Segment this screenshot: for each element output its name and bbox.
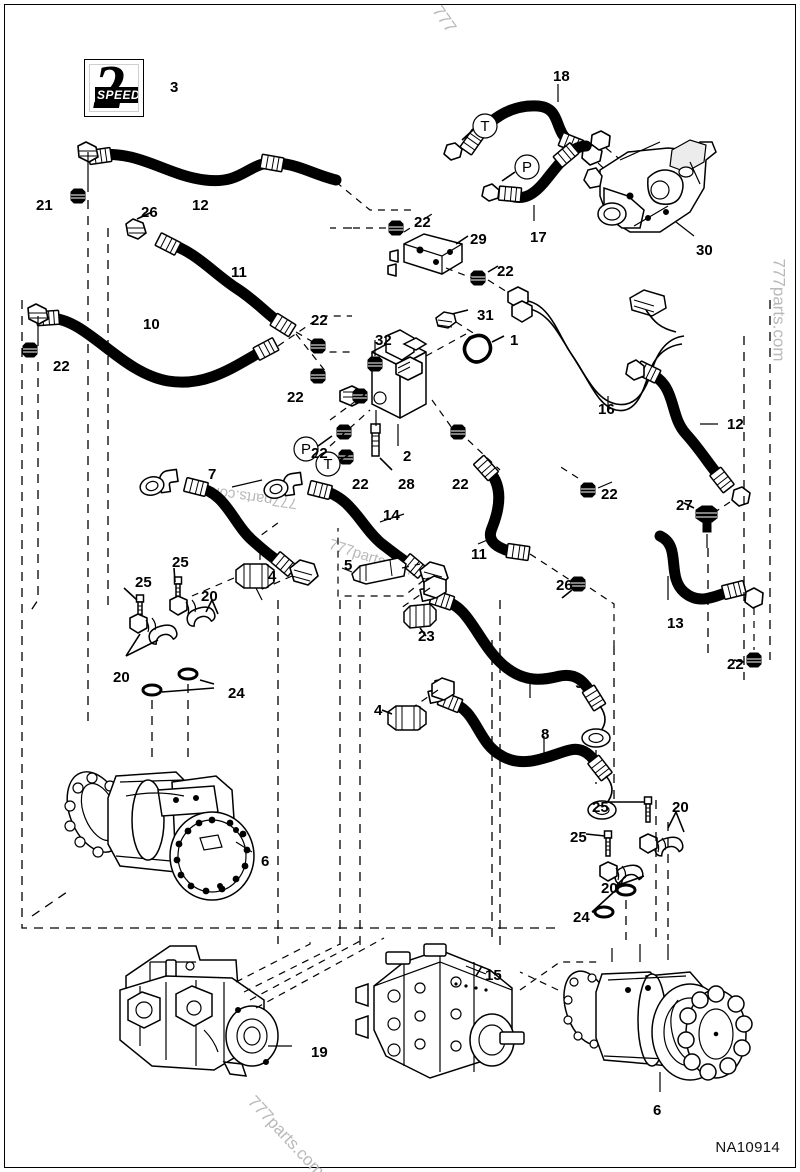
callout-22: 22: [311, 445, 328, 462]
callout-22: 22: [311, 312, 328, 329]
hardware-group-left: [123, 567, 219, 760]
callout-25: 25: [570, 829, 587, 846]
callout-13: 13: [667, 615, 684, 632]
route-corner-left: [31, 889, 71, 917]
wire-harness-16: [507, 286, 685, 412]
callout-9: 9: [575, 675, 584, 692]
callout-20: 20: [201, 588, 218, 605]
route-outer-left: [21, 300, 560, 929]
port-marker-p-center: P: [293, 435, 333, 462]
callout-28: 28: [398, 476, 415, 493]
callout-22: 22: [497, 263, 514, 280]
drive-motor-6-right: [519, 944, 753, 1092]
callout-6: 6: [653, 1102, 662, 1119]
hose-13: [654, 530, 764, 668]
port-marker-t-top: T: [461, 113, 498, 141]
callout-25: 25: [135, 574, 152, 591]
oring-1: [462, 333, 505, 364]
hose-9: [397, 575, 611, 784]
callout-5: 5: [344, 557, 353, 574]
two-speed-badge: 2 SPEED: [84, 59, 144, 117]
callout-22: 22: [601, 486, 618, 503]
manifold-29: [352, 213, 521, 301]
svg-text:T: T: [323, 456, 332, 473]
callout-32: 32: [375, 332, 392, 349]
svg-text:T: T: [480, 118, 489, 135]
callout-26: 26: [141, 204, 158, 221]
callout-8: 8: [541, 726, 550, 743]
callout-1: 1: [510, 332, 519, 349]
callout-11: 11: [471, 546, 487, 563]
fitting-27: [683, 502, 718, 548]
callout-25: 25: [592, 799, 609, 816]
callout-23: 23: [418, 628, 435, 645]
fitting-4-right: [381, 705, 427, 731]
callout-20: 20: [601, 880, 618, 897]
callout-25: 25: [172, 554, 189, 571]
hardware-group-right: [585, 796, 685, 944]
port-marker-p-top: P: [501, 154, 540, 182]
callout-17: 17: [530, 229, 547, 246]
hose-8: [405, 677, 617, 820]
document-part-number: NA10914: [715, 1139, 780, 1156]
hydrostatic-pump-19: [119, 936, 385, 1077]
callout-24: 24: [228, 685, 245, 702]
svg-text:P: P: [522, 159, 532, 176]
port-marker-t-center: T: [315, 451, 351, 477]
callout-6: 6: [261, 853, 270, 870]
callout-10: 10: [143, 316, 160, 333]
svg-text:P: P: [301, 441, 311, 458]
callout-22: 22: [53, 358, 70, 375]
callout-4: 4: [374, 702, 383, 719]
callout-2: 2: [403, 448, 412, 465]
callout-16: 16: [598, 401, 615, 418]
hose-11-upper: [125, 211, 352, 384]
callout-20: 20: [672, 799, 689, 816]
diagram-border: [4, 4, 796, 1168]
callout-22: 22: [352, 476, 369, 493]
callout-22: 22: [727, 656, 744, 673]
callout-18: 18: [553, 68, 570, 85]
badge-speed-text: SPEED: [95, 87, 138, 103]
callout-30: 30: [696, 242, 713, 259]
callout-27: 27: [676, 497, 693, 514]
callout-12: 12: [727, 416, 744, 433]
callout-3: 3: [170, 79, 179, 96]
callout-15: 15: [485, 967, 502, 984]
control-valve-15: [355, 943, 600, 1079]
fitting-4-left: [191, 563, 275, 601]
drive-motor-6-left: [64, 771, 255, 901]
hose-11-lower: [472, 454, 615, 646]
callout-14: 14: [383, 507, 400, 524]
callout-29: 29: [470, 231, 487, 248]
assembly-guide-left-0: [29, 362, 39, 613]
callout-26: 26: [556, 577, 573, 594]
hose-12-left: [70, 141, 412, 211]
callout-22: 22: [414, 214, 431, 231]
fitting-5: [341, 557, 421, 585]
callout-19: 19: [311, 1044, 328, 1061]
callout-11: 11: [231, 264, 247, 281]
hose-7: [139, 468, 319, 591]
fitting-23: [403, 603, 437, 637]
hydraulic-pump-30: [583, 139, 717, 237]
callout-22: 22: [287, 389, 304, 406]
callout-31: 31: [477, 307, 494, 324]
callout-4: 4: [268, 568, 277, 585]
callout-20: 20: [113, 669, 130, 686]
hose-12-right: [625, 359, 751, 515]
clamp-31: [435, 309, 479, 337]
callout-12: 12: [192, 197, 209, 214]
callout-21: 21: [36, 197, 53, 214]
hose-10: [22, 303, 352, 388]
callout-24: 24: [573, 909, 590, 926]
callout-7: 7: [208, 466, 217, 483]
two-speed-badge-inner: 2 SPEED: [89, 64, 139, 112]
center-manifold-2: [329, 329, 501, 471]
callout-22: 22: [452, 476, 469, 493]
